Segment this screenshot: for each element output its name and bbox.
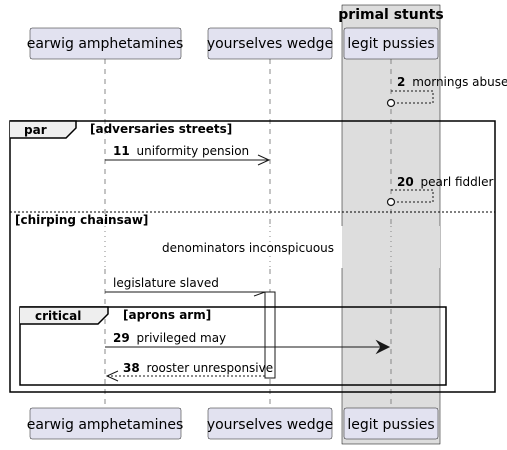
message-11-number: 11 <box>113 144 130 158</box>
participant-earwig-top[interactable] <box>29 27 182 60</box>
fragment-par-keyword: par <box>24 123 47 137</box>
participant-earwig-bottom[interactable] <box>29 407 182 440</box>
fragment-critical-guard: [aprons arm] <box>123 308 211 322</box>
message-38-text: rooster unresponsive <box>147 361 274 375</box>
message-11-arrowhead <box>257 154 271 166</box>
fragment-critical <box>19 306 447 386</box>
fragment-par-tab <box>10 120 77 139</box>
message-29-text: privileged may <box>137 331 227 345</box>
activation-wedge <box>264 291 276 379</box>
message-20-label: 20 pearl fiddler <box>397 175 493 189</box>
message-29-arrowhead <box>375 339 391 355</box>
message-11-label: 11 uniformity pension <box>113 144 249 158</box>
participant-wedge-bottom-label: yourselves wedge <box>207 417 333 433</box>
message-11-text: uniformity pension <box>137 144 250 158</box>
message-2-text: mornings abuse <box>412 75 507 89</box>
message-38-number: 38 <box>123 361 140 375</box>
message-legislature-label: legislature slaved <box>113 276 219 290</box>
participant-wedge-bottom[interactable] <box>207 407 333 440</box>
message-38-arrowhead <box>105 370 119 382</box>
participant-pussies-bottom[interactable] <box>343 407 439 440</box>
participant-pussies-top[interactable] <box>343 27 439 60</box>
divider-label: denominators inconspicuous <box>162 241 334 255</box>
message-29-label: 29 privileged may <box>113 331 226 345</box>
message-38-label: 38 rooster unresponsive <box>123 361 273 375</box>
message-2-number: 2 <box>397 75 405 89</box>
message-20-text: pearl fiddler <box>421 175 494 189</box>
fragment-par-else-guard: [chirping chainsaw] <box>15 213 148 227</box>
fragment-par-guard: [adversaries streets] <box>90 122 232 136</box>
participant-earwig-bottom-label: earwig amphetamines <box>27 417 184 433</box>
fragment-critical-tab <box>20 306 109 325</box>
participant-wedge-top-label: yourselves wedge <box>207 36 333 52</box>
fragment-par <box>9 120 496 393</box>
message-20-lost-marker <box>386 197 396 207</box>
participant-wedge-top[interactable] <box>207 27 333 60</box>
participant-pussies-bottom-label: legit pussies <box>347 417 434 433</box>
participant-earwig-top-label: earwig amphetamines <box>27 36 184 52</box>
message-2-label: 2 mornings abuse <box>397 75 507 89</box>
message-legislature-arrowhead <box>253 291 266 297</box>
message-20-arrow <box>391 189 434 203</box>
participant-pussies-top-label: legit pussies <box>347 36 434 52</box>
message-2-lost-marker <box>386 98 396 108</box>
message-29-number: 29 <box>113 331 130 345</box>
fragment-critical-keyword: critical <box>35 309 81 323</box>
box-title: primal stunts <box>338 7 443 23</box>
message-2-arrow <box>391 90 434 104</box>
message-20-number: 20 <box>397 175 414 189</box>
